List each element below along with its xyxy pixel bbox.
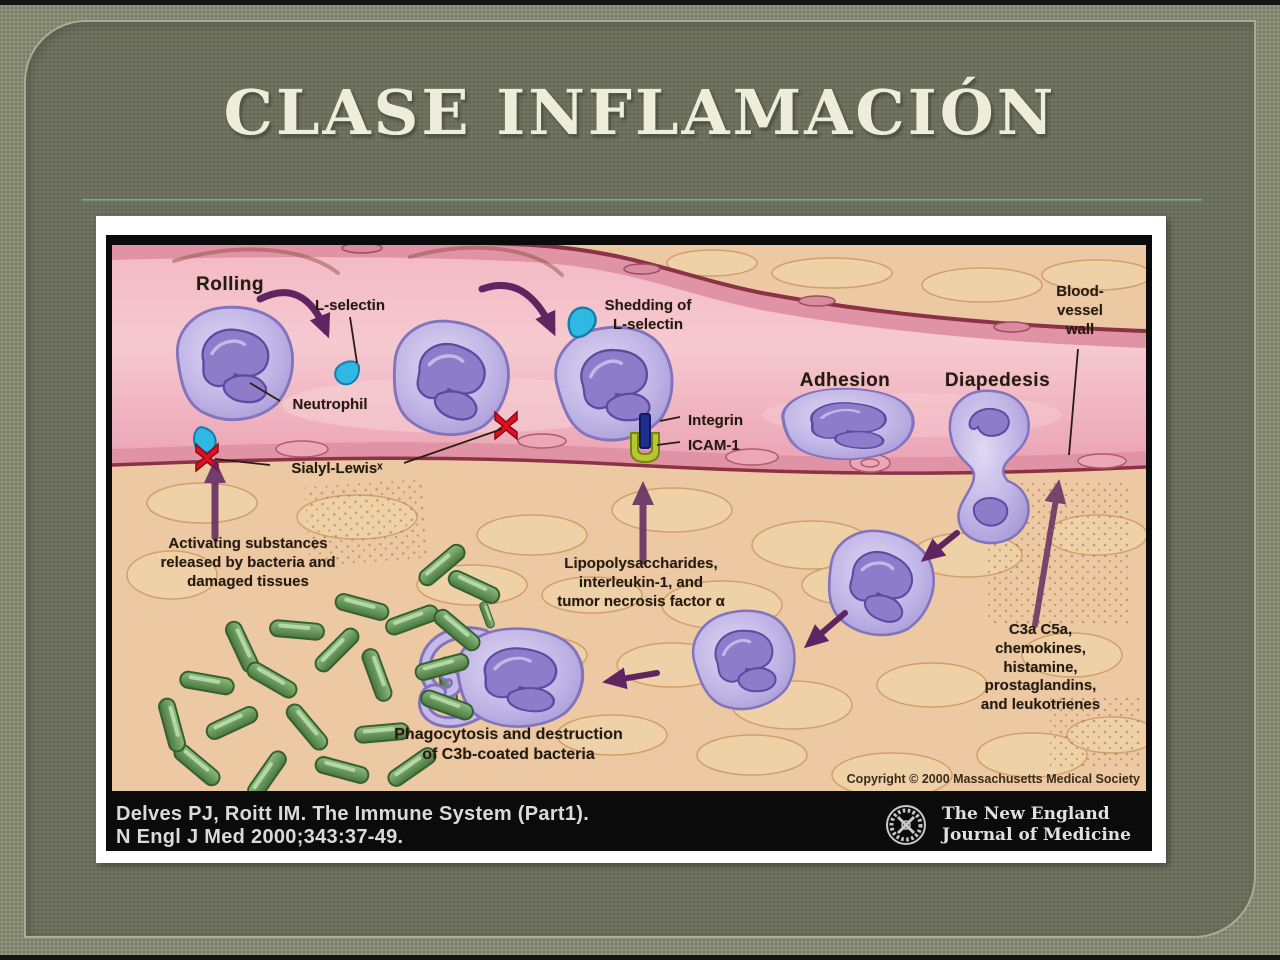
label-l-selectin: L-selectin [314, 297, 386, 314]
rolling-streaks [172, 245, 564, 277]
flow-arrows [204, 281, 1067, 690]
page-title: CLASE INFLAMACIÓN [223, 76, 1057, 149]
title-underline [82, 199, 1202, 202]
nejm-seal-icon [886, 805, 926, 845]
citation-bar: Delves PJ, Roitt IM. The Immune System (… [106, 799, 1152, 851]
pointer-lines [214, 316, 1079, 466]
label-activating-substances: Activating substances released by bacter… [160, 535, 336, 590]
slide-bottom-edge [0, 955, 1280, 960]
migration-arrow-icon [803, 610, 848, 649]
label-cytokines: Lipopolysaccharides, interleukin-1, and … [557, 555, 725, 610]
figure-black-border: Rolling L-selectin Neutrophil Sialyl-Lew… [106, 235, 1152, 851]
label-diapedesis: Diapedesis [944, 370, 1051, 391]
inflammation-illustration: Rolling L-selectin Neutrophil Sialyl-Lew… [112, 245, 1146, 791]
label-adhesion: Adhesion [799, 370, 891, 391]
slide-top-edge [0, 0, 1280, 5]
label-shedding: Shedding of L-selectin [604, 297, 692, 333]
illustration-art [112, 245, 1146, 791]
icam-1-icon [630, 432, 660, 464]
label-rolling: Rolling [196, 274, 264, 295]
integrin-icon [639, 413, 651, 449]
neutrophil-diapedesis [948, 389, 1030, 545]
neutrophil-adhesion [780, 386, 916, 462]
citation-reference: Delves PJ, Roitt IM. The Immune System (… [116, 803, 590, 848]
label-phagocytosis: Phagocytosis and destruction of C3b-coat… [394, 726, 623, 763]
nejm-journal-name: The New England Journal of Medicine [942, 804, 1131, 845]
label-mediators: C3a C5a, chemokines, histamine, prostagl… [980, 621, 1101, 713]
label-copyright: Copyright © 2000 Massachusetts Medical S… [846, 772, 1140, 786]
rolling-arrow-icon [256, 289, 331, 339]
up-arrow-icon [1032, 479, 1067, 628]
migration-arrow-icon [602, 667, 660, 690]
label-neutrophil: Neutrophil [292, 396, 368, 413]
rolling-arrow-icon [478, 281, 556, 337]
label-integrin-icam: Integrin ICAM-1 [688, 412, 743, 454]
figure-frame: Rolling L-selectin Neutrophil Sialyl-Lew… [96, 216, 1166, 863]
label-sialyl-lewis: Sialyl-Lewisˣ [291, 460, 383, 477]
label-vessel-wall: Blood- vessel wall [1056, 283, 1104, 338]
migration-arrow-icon [920, 530, 960, 562]
